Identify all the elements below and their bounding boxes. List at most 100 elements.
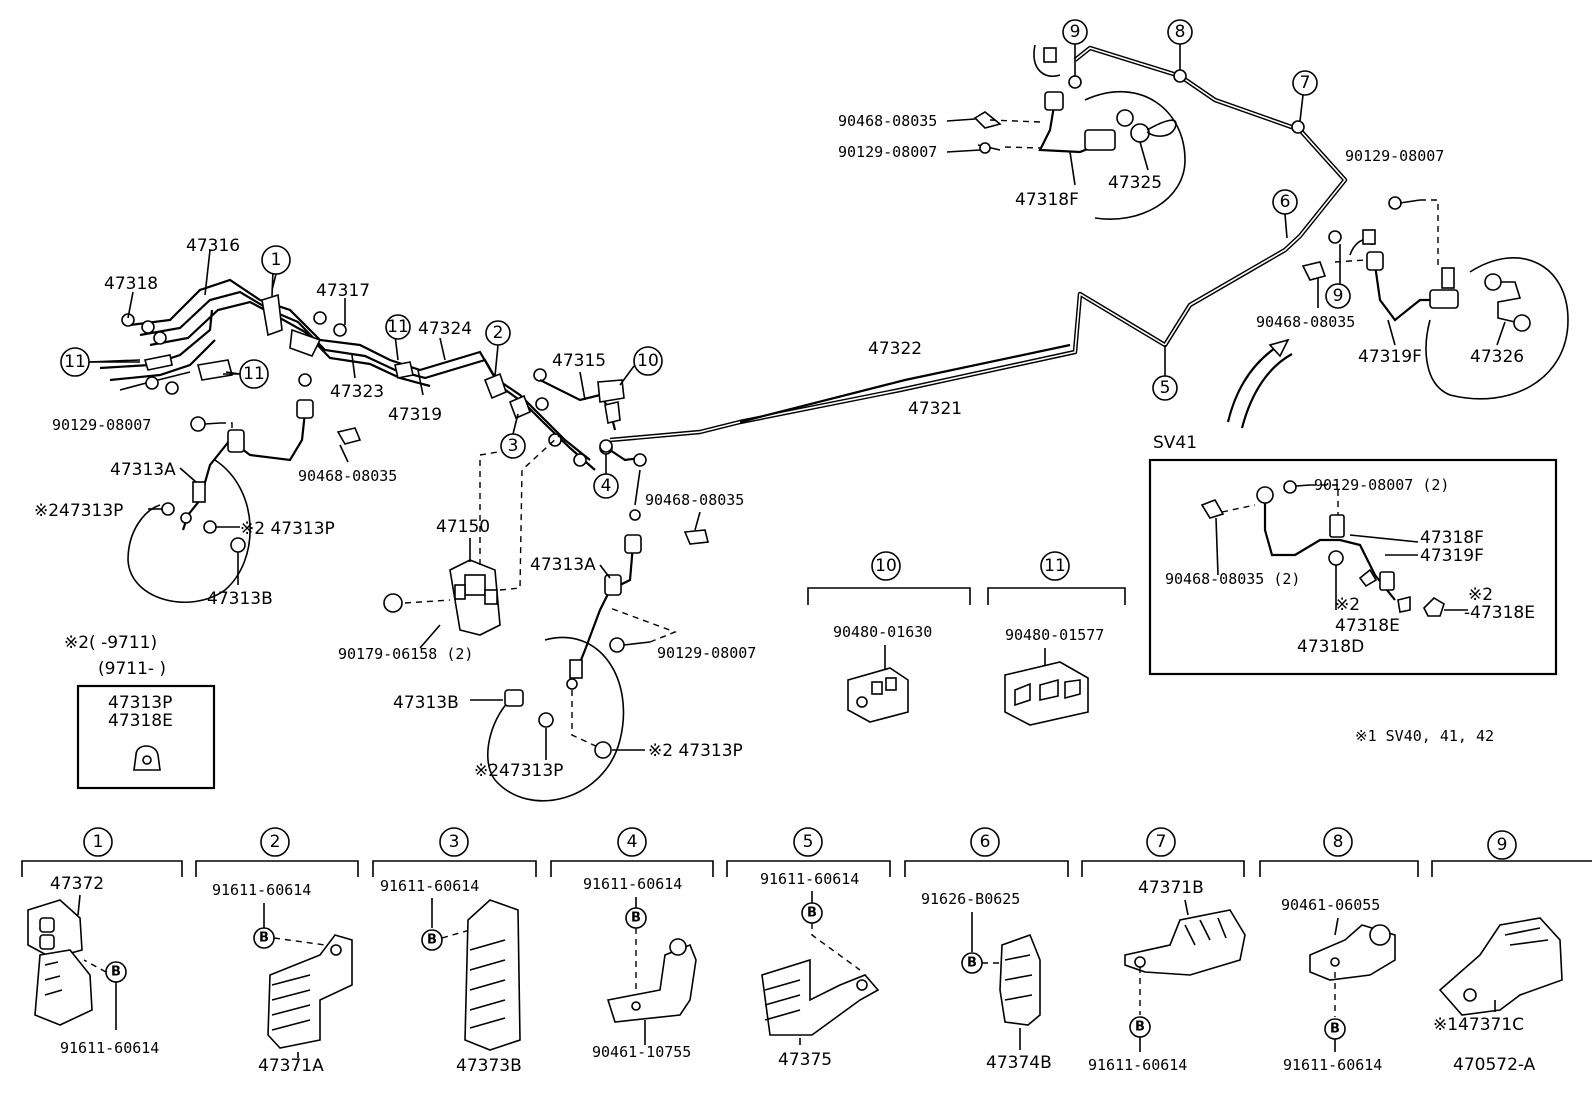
detail-callout-8: 8: [1333, 832, 1344, 852]
detail-brackets-row: 1 2 3 4 5 6 7 8 9 47372 B 91611-60614 91…: [21, 827, 1592, 1076]
hose-fitting-icon: [1044, 91, 1064, 111]
bolt-b-marker: B: [807, 906, 817, 921]
label-47313B: 47313B: [207, 589, 273, 609]
detail-callout-3: 3: [449, 832, 460, 852]
label-47318D: 47318D: [1297, 637, 1364, 657]
label-90461-06055: 90461-06055: [1281, 896, 1380, 914]
label-47313P: 47313P: [108, 693, 172, 713]
label-47318: 47318: [104, 274, 158, 294]
label-90129-08007: 90129-08007: [838, 143, 937, 161]
label-47318E: 47318E: [1335, 616, 1400, 636]
bolt-b-marker: B: [259, 931, 269, 946]
clamp-icon: [1004, 661, 1089, 726]
detail-callout-6: 6: [980, 832, 991, 852]
callout-9: 9: [1070, 22, 1081, 42]
label-91611-60614: 91611-60614: [60, 1039, 159, 1057]
label-47319F: 47319F: [1420, 546, 1484, 566]
label-47322: 47322: [868, 339, 922, 359]
label-91611-60614: 91611-60614: [380, 877, 479, 895]
label-47318F: 47318F: [1420, 528, 1484, 548]
rear-left-hose-assembly: [946, 44, 1186, 220]
label-90129-08007: 90129-08007: [52, 416, 151, 434]
clamp-icon: [27, 899, 83, 959]
hose-end-icon: [1084, 129, 1116, 151]
bracket-icon: [606, 943, 697, 1023]
callout-2: 2: [493, 323, 504, 343]
label-47319: 47319: [388, 405, 442, 425]
label-47315: 47315: [552, 351, 606, 371]
nut-icon: [1130, 123, 1150, 143]
callout-3: 3: [508, 436, 519, 456]
label-47375: 47375: [778, 1050, 832, 1070]
clip-icon: [999, 933, 1041, 1026]
main-brake-pipe: [609, 45, 1348, 443]
label-47373B: 47373B: [456, 1056, 522, 1076]
label-47313P: ※247313P: [474, 761, 563, 781]
callout-6: 6: [1280, 192, 1291, 212]
label-47313B: 47313B: [393, 693, 459, 713]
callout-10: 10: [875, 556, 897, 576]
proportioning-valve: [383, 434, 561, 649]
label-47317: 47317: [316, 281, 370, 301]
bolt-b-marker: B: [427, 933, 437, 948]
callout-11: 11: [243, 364, 265, 384]
callout-8: 8: [1175, 22, 1186, 42]
label-47318E: 47318E: [108, 711, 173, 731]
clamp-11-detail: 11 90480-01577: [987, 551, 1126, 726]
label-91626-B0625: 91626-B0625: [921, 890, 1020, 908]
label-47313A: 47313A: [530, 555, 596, 575]
drawing-code: 470572-A: [1453, 1055, 1536, 1075]
bracket-icon: [267, 934, 353, 1049]
label-47319F: 47319F: [1358, 347, 1422, 367]
label-90129-08007: 90129-08007: [657, 644, 756, 662]
label-90468-08035: 90468-08035: [298, 467, 397, 485]
label-47321: 47321: [908, 399, 962, 419]
clip-icon: [1438, 917, 1563, 1016]
callout-11: 11: [1044, 556, 1066, 576]
bolt-b-marker: B: [111, 965, 121, 980]
front-pipe-cluster: [85, 249, 647, 521]
label-90480-01630: 90480-01630: [833, 623, 932, 641]
detail-callout-7: 7: [1156, 832, 1167, 852]
sv41-title: SV41: [1153, 433, 1197, 453]
callout-4: 4: [601, 476, 612, 496]
label-47150: 47150: [436, 517, 490, 537]
label-47323: 47323: [330, 382, 384, 402]
label-90468-08035: 90468-08035: [838, 112, 937, 130]
callout-7: 7: [1300, 73, 1311, 93]
bolt-b-marker: B: [1135, 1020, 1145, 1035]
nut-icon: [1116, 109, 1134, 127]
label-91611-60614: 91611-60614: [1283, 1056, 1382, 1074]
label-47325: 47325: [1108, 173, 1162, 193]
label-47313A: 47313A: [110, 460, 176, 480]
part-labels: 90468-08035 90129-08007 47318F 47325 901…: [34, 112, 1524, 781]
detail-callout-1: 1: [93, 832, 104, 852]
clamp-icon: [464, 899, 521, 1051]
callout-10: 10: [637, 351, 659, 371]
callout-11: 11: [387, 317, 409, 337]
label-47318E: -47318E: [1464, 603, 1535, 623]
note-2-range-1: ※2( -9711): [64, 633, 157, 653]
clamp-icon: [761, 958, 880, 1036]
label-47374B: 47374B: [986, 1053, 1052, 1073]
label-91611-60614: 91611-60614: [760, 870, 859, 888]
rear-right-hose-assembly: [1226, 196, 1569, 429]
bolt-b-marker: B: [631, 911, 641, 926]
clamp-icon: [1124, 909, 1246, 976]
label-47313P: ※2 47313P: [240, 519, 335, 539]
note-2-mark: ※2: [1335, 595, 1360, 615]
label-47324: 47324: [418, 319, 472, 339]
note-2-mark: ※2: [1468, 585, 1493, 605]
label-47316: 47316: [186, 236, 240, 256]
label-47318F: 47318F: [1015, 190, 1079, 210]
label-47371B: 47371B: [1138, 878, 1204, 898]
detail-callout-2: 2: [270, 832, 281, 852]
label-91611-60614: 91611-60614: [1088, 1056, 1187, 1074]
note-1: ※1 SV40, 41, 42: [1355, 727, 1494, 745]
label-91611-60614: 91611-60614: [583, 875, 682, 893]
callout-1: 1: [271, 250, 282, 270]
clamp-icon: [847, 667, 909, 723]
label-47313P: ※2 47313P: [648, 741, 743, 761]
clamp-10-detail: 10 90480-01630: [807, 551, 971, 723]
